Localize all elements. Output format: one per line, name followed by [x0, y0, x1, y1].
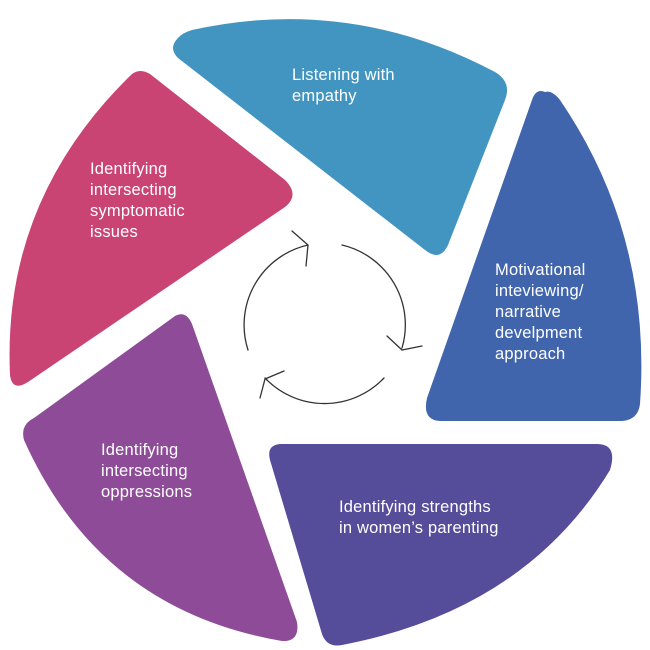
- label-line: oppressions: [101, 483, 193, 501]
- label-line: Listening with: [292, 66, 395, 84]
- label-line: issues: [90, 223, 138, 241]
- segment-strengths: [269, 444, 613, 646]
- label-line: develpment: [495, 324, 583, 342]
- cycle-arrowhead-top: [291, 230, 309, 267]
- label-line: intersecting: [90, 181, 177, 199]
- cycle-arc-right: [341, 244, 406, 349]
- label-line: in women’s parenting: [339, 519, 499, 537]
- segment-listening: [173, 19, 508, 255]
- label-strengths: Identifying strengths in women’s parenti…: [339, 497, 499, 539]
- label-line: empathy: [292, 87, 357, 105]
- label-oppressions: Identifying intersecting oppressions: [101, 440, 192, 503]
- label-line: inteviewing/: [495, 282, 584, 300]
- center-cycle: [243, 230, 423, 405]
- cycle-arrowhead-bottom: [259, 370, 285, 399]
- label-line: Identifying strengths: [339, 498, 491, 516]
- cycle-arrowhead-right: [386, 335, 423, 351]
- label-motivational: Motivational inteviewing/ narrative deve…: [495, 260, 585, 365]
- label-line: approach: [495, 345, 566, 363]
- cycle-arc-bottom: [264, 377, 385, 405]
- label-symptomatic: Identifying intersecting symptomatic iss…: [90, 159, 185, 243]
- label-line: Identifying: [90, 160, 168, 178]
- label-line: Motivational: [495, 261, 586, 279]
- cycle-arc-top-left: [243, 244, 309, 351]
- label-listening: Listening with empathy: [292, 65, 395, 107]
- label-line: narrative: [495, 303, 561, 321]
- label-line: intersecting: [101, 462, 188, 480]
- label-line: Identifying: [101, 441, 179, 459]
- segment-motivational: [425, 91, 642, 421]
- segment-symptomatic: [9, 71, 293, 386]
- segment-oppressions: [23, 314, 298, 642]
- label-line: symptomatic: [90, 202, 185, 220]
